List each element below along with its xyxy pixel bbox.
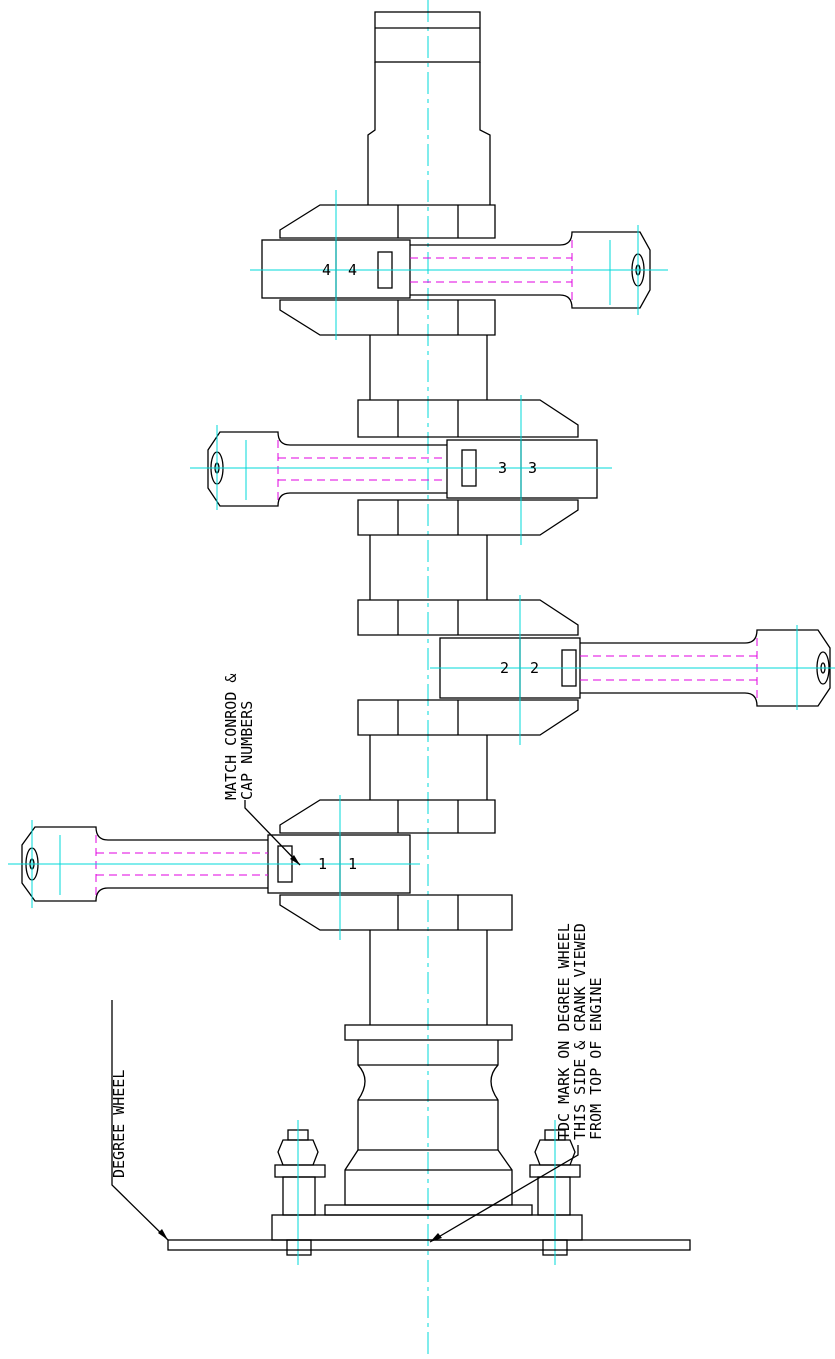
conrod-4: 4 4 [250,190,668,340]
main-journal-2 [369,735,488,800]
crank-web-3 [357,399,579,536]
cap-number-1: 1 [348,855,357,873]
crank-web-1 [279,799,513,931]
match-arrowhead [290,855,300,865]
degree-wheel-label: DEGREE WHEEL [110,1070,128,1178]
rod-number-2: 2 [500,659,509,677]
cap-number-3: 3 [528,459,537,477]
conrod-1: 1 1 [8,795,420,940]
main-journal-4 [369,335,488,400]
tdc-leader [429,1145,579,1243]
degree-wheel-arrowhead [158,1229,168,1240]
rod-number-4: 4 [322,261,331,279]
rear-flange [344,1024,513,1151]
bolt-right [529,1120,581,1265]
rear-journal [369,930,488,1025]
match-leader [244,800,301,866]
tdc-label-line-2: THIS SIDE & CRANK VIEWED [571,923,589,1140]
tdc-label-line-1: TDC MARK ON DEGREE WHEEL [555,923,573,1140]
cap-number-4: 4 [348,261,357,279]
crank-snout [367,11,491,205]
rod-number-1: 1 [318,855,327,873]
conrod-2: 2 2 [430,595,835,745]
main-journal-3 [369,535,488,600]
conrod-3: 3 3 [190,395,612,545]
rod-number-3: 3 [498,459,507,477]
crank-web-2 [357,599,579,736]
crank-web-4 [279,204,496,336]
tdc-label-line-3: FROM TOP OF ENGINE [587,977,605,1140]
degree-wheel-hub [271,1149,583,1241]
tdc-arrowhead [430,1233,442,1242]
degree-wheel-leader [111,1000,169,1241]
match-label-line-2: CAP NUMBERS [238,701,256,800]
cap-number-2: 2 [530,659,539,677]
bolt-left [274,1120,326,1265]
match-label-line-1: MATCH CONROD & [222,674,240,800]
degree-wheel-plate [167,1239,691,1251]
